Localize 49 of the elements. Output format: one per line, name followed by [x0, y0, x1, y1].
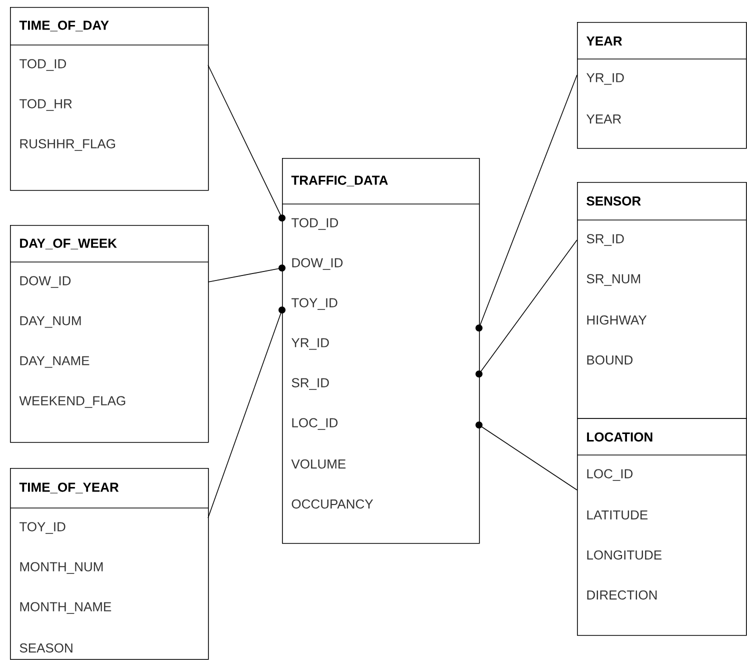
- entity-table: [10, 468, 209, 660]
- field-name: HIGHWAY: [587, 315, 647, 325]
- field-name: YR_ID: [291, 338, 329, 350]
- field-name: RUSHHR_FLAG: [20, 139, 116, 151]
- relationship-line: [208, 64, 286, 222]
- field-name: TOY_ID: [20, 522, 66, 534]
- field-name: SEASON: [20, 643, 72, 653]
- relationship-line: [208, 264, 286, 282]
- entity-table: [576, 182, 747, 419]
- field-name: LONGITUDE: [587, 550, 662, 560]
- field-name: LOC_ID: [587, 469, 633, 481]
- field-name: SR_NUM: [586, 274, 640, 286]
- table-name: TRAFFIC_DATA: [291, 176, 388, 186]
- field-name: YEAR: [586, 114, 621, 124]
- relationship-line: [208, 306, 286, 518]
- field-name: OCCUPANCY: [292, 499, 374, 509]
- table-name: YEAR: [586, 36, 622, 46]
- relationship-line: [476, 421, 578, 490]
- field-name: VOLUME: [291, 459, 346, 469]
- field-name: BOUND: [587, 355, 633, 365]
- field-name: TOD_ID: [292, 218, 338, 230]
- field-name: MONTH_NUM: [20, 562, 103, 574]
- field-name: DIRECTION: [587, 590, 657, 600]
- relationship-line: [476, 240, 578, 378]
- field-name: DOW_ID: [292, 258, 343, 270]
- entity-table: [576, 418, 747, 636]
- field-name: TOD_ID: [20, 59, 66, 71]
- table-name: DAY_OF_WEEK: [20, 238, 117, 250]
- field-name: DAY_NAME: [20, 356, 90, 368]
- entity-table: [576, 22, 747, 149]
- field-name: DAY_NUM: [20, 316, 81, 328]
- table-name: SENSOR: [586, 196, 641, 206]
- field-name: SR_ID: [292, 378, 329, 390]
- field-name: TOD_HR: [20, 99, 72, 111]
- field-name: YR_ID: [586, 73, 624, 85]
- field-name: DOW_ID: [20, 276, 71, 288]
- field-name: LATITUDE: [587, 510, 648, 520]
- table-name: TIME_OF_DAY: [19, 20, 109, 32]
- table-name: TIME_OF_YEAR: [19, 482, 119, 494]
- table-name: LOCATION: [587, 432, 652, 442]
- relationship-line: [476, 74, 578, 332]
- field-name: WEEKEND_FLAG: [19, 396, 126, 408]
- field-name: SR_ID: [586, 234, 624, 246]
- entity-table: [10, 6, 209, 191]
- field-name: LOC_ID: [292, 418, 338, 430]
- field-name: TOY_ID: [292, 298, 338, 310]
- field-name: MONTH_NAME: [20, 602, 112, 614]
- entity-table: [282, 158, 480, 544]
- entity-table: [10, 224, 209, 443]
